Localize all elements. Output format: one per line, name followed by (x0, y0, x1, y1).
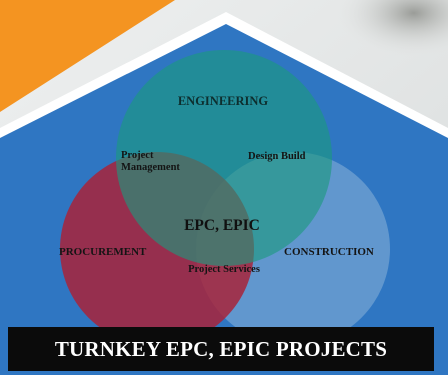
circle-engineering (116, 50, 332, 266)
epc-epic-center-label: EPC, EPIC (184, 217, 260, 234)
title-banner: TURNKEY EPC, EPIC PROJECTS (8, 327, 434, 371)
orange-roof (0, 0, 175, 112)
design-build-label: Design Build (248, 151, 306, 162)
project-management-label: Project Management (121, 150, 180, 174)
banner-title: TURNKEY EPC, EPIC PROJECTS (54, 336, 388, 361)
engineering-label: ENGINEERING (177, 94, 269, 108)
procurement-label: PROCUREMENT (59, 246, 147, 258)
construction-label: CONSTRUCTION (284, 246, 374, 258)
project-services-label: Project Services (188, 264, 260, 275)
venn-circles (60, 50, 390, 346)
